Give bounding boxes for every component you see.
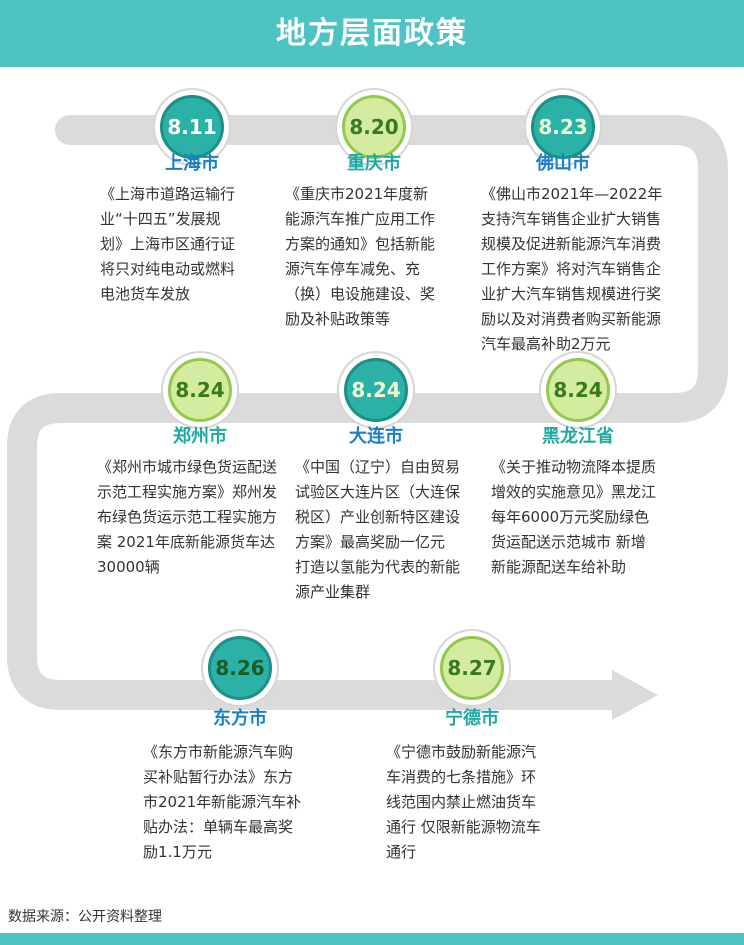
timeline-band-path bbox=[7, 115, 728, 710]
page-title: 地方层面政策 bbox=[276, 16, 468, 51]
header-bar: 地方层面政策 bbox=[0, 0, 744, 67]
data-source-note: 数据来源：公开资料整理 bbox=[8, 909, 162, 925]
bottom-accent-bar bbox=[0, 933, 744, 945]
arrow-head-icon bbox=[612, 670, 658, 720]
